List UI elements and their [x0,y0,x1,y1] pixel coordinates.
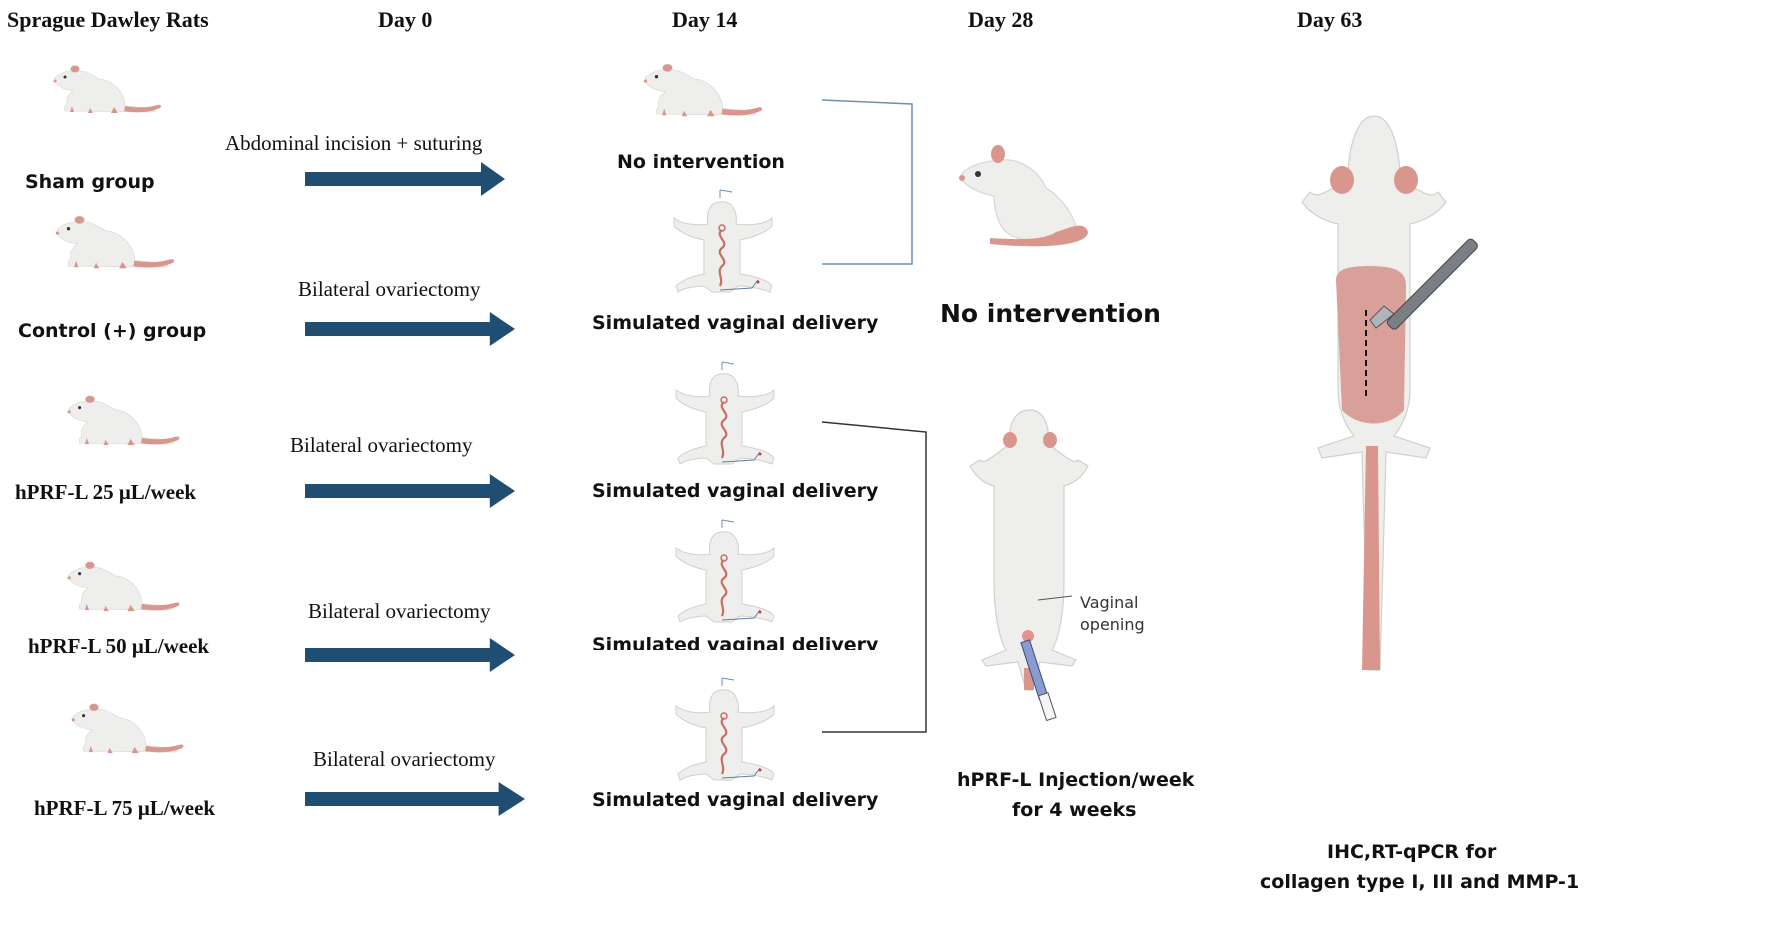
day63-line1: IHC,RT-qPCR for [1327,841,1497,863]
day28-treatment-line2: for 4 weeks [1012,799,1136,821]
rat-day63-dissection-icon [1301,115,1447,671]
rat-day28-treatment-icon [969,409,1089,722]
group-label-50: hPRF-L 50 μL/week [28,634,209,658]
delivery-rat-25-icon [674,360,776,466]
rat-sham-icon [53,65,162,114]
header-day0: Day 0 [378,7,432,32]
rat-25-icon [67,395,180,446]
delivery-rat-75-icon [674,676,776,782]
callout-opening: opening [1080,615,1145,634]
delivery-rat-50-icon [674,518,776,624]
procedure-label-75: Bilateral ovariectomy [313,747,496,771]
arrow-sham [305,162,505,196]
rat-50-icon [67,561,180,612]
procedure-label-25: Bilateral ovariectomy [290,433,473,457]
day14-label-75: Simulated vaginal delivery [592,789,879,811]
rat-day28-control-icon [959,145,1088,247]
day28-treatment-line1: hPRF-L Injection/week [957,769,1195,791]
day63-line2: collagen type I, III and MMP-1 [1260,871,1579,893]
bracket-lower [821,421,927,733]
procedure-label-sham: Abdominal incision + suturing [225,131,483,155]
group-label-25: hPRF-L 25 μL/week [15,480,196,504]
arrow-75 [305,782,525,816]
procedure-label-control: Bilateral ovariectomy [298,277,481,301]
day14-label-control: Simulated vaginal delivery [592,312,879,334]
day14-label-25: Simulated vaginal delivery [592,480,879,502]
header-day14: Day 14 [672,7,737,32]
group-label-sham: Sham group [25,171,155,193]
group-label-control: Control (+) group [18,320,206,342]
callout-vaginal: Vaginal [1080,593,1139,612]
arrow-25 [305,474,515,508]
rat-control-icon [55,215,175,269]
header-day28: Day 28 [968,7,1033,32]
rat-75-icon [71,703,184,754]
scalpel-icon [1369,238,1478,330]
clip-mask-50 [588,650,878,658]
delivery-rat-control-icon [672,188,774,294]
header-day63: Day 63 [1297,7,1362,32]
day14-label-sham: No intervention [617,151,785,173]
rat-no-intervention-icon [643,63,763,117]
arrow-50 [305,638,515,672]
day28-control-label: No intervention [940,299,1161,328]
bracket-upper [821,99,913,265]
procedure-label-50: Bilateral ovariectomy [308,599,491,623]
header-subjects: Sprague Dawley Rats [7,7,209,32]
group-label-75: hPRF-L 75 μL/week [34,796,215,820]
arrow-control [305,312,515,346]
